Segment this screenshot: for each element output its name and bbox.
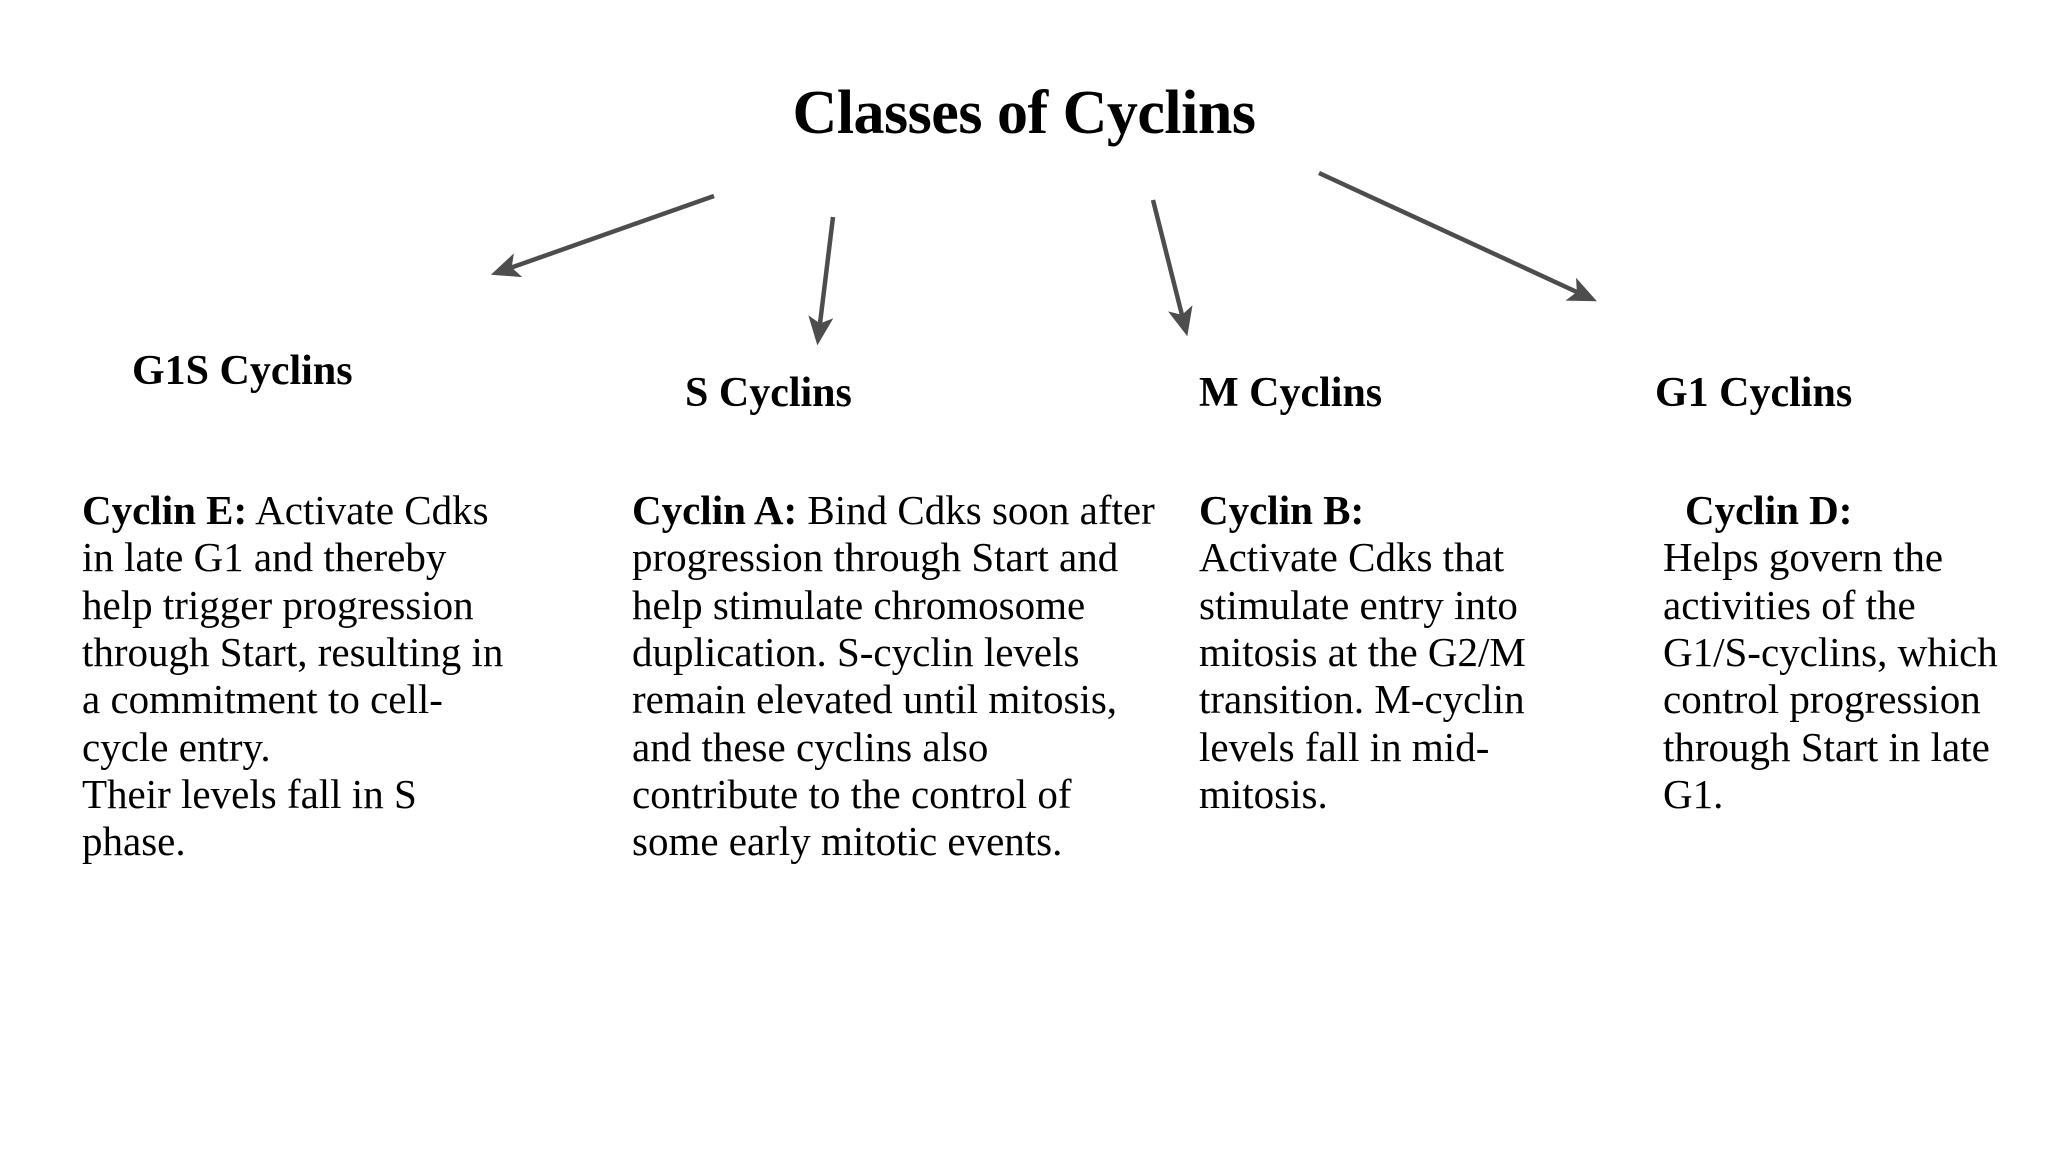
column-body-s-cyclins: Cyclin A: Bind Cdks soon after progressi… [632,487,1157,866]
column-body-g1s-cyclins: Cyclin E: Activate Cdks in late G1 and t… [82,487,514,866]
arrow-to-g1s-cyclins [490,193,715,278]
description-cyclin-a: Bind Cdks soon after progression through… [632,487,1155,865]
arrow-to-s-cyclins [808,216,836,346]
term-label-cyclin-e: Cyclin E: [82,487,248,533]
column-body-g1-cyclins: Cyclin D: Helps govern the activities of… [1663,487,2008,818]
page-title: Classes of Cyclins [792,79,1256,147]
column-header-g1-cyclins: G1 Cyclins [1655,370,1853,416]
column-header-g1s-cyclins: G1S Cyclins [132,348,353,394]
term-label-cyclin-d: Cyclin D: [1685,487,1853,533]
description-cyclin-d: Helps govern the activities of the G1/S-… [1663,534,1998,818]
column-header-s-cyclins: S Cyclins [685,370,852,416]
description-cyclin-e: Activate Cdks in late G1 and thereby hel… [82,487,504,770]
term-label-cyclin-b: Cyclin B: [1199,487,1365,533]
column-header-m-cyclins: M Cyclins [1199,370,1383,416]
arrow-to-m-cyclins [1150,199,1193,337]
description-extra-cyclin-e: Their levels fall in S phase. [82,771,417,865]
description-cyclin-b: Activate Cdks that stimulate entry into … [1199,534,1526,818]
arrow-to-g1-cyclins [1318,170,1597,302]
column-body-m-cyclins: Cyclin B: Activate Cdks that stimulate e… [1199,487,1599,818]
term-label-cyclin-a: Cyclin A: [632,487,798,533]
